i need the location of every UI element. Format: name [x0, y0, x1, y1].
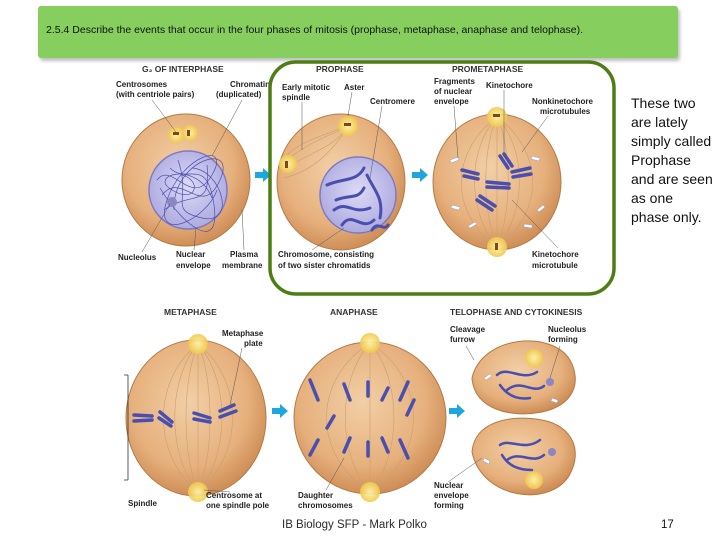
- label-aster: Aster: [344, 83, 364, 92]
- cell-prometaphase: [432, 107, 562, 257]
- cell-telophase: [471, 340, 576, 496]
- label-nuclear-envelope-forming-2: envelope: [434, 491, 469, 500]
- footer-credit: IB Biology SFP - Mark Polko: [282, 519, 427, 531]
- label-nuclear-envelope-2: envelope: [176, 261, 211, 270]
- arrow-icon: [412, 168, 428, 182]
- title-anaphase: ANAPHASE: [330, 307, 378, 317]
- highlight-frame: [268, 60, 616, 296]
- label-nucleolus: Nucleolus: [118, 253, 157, 262]
- label-chromosome: Chromosome, consisting: [278, 250, 374, 259]
- label-spindle: Spindle: [128, 499, 157, 508]
- label-daughter-chromosomes-2: chromosomes: [298, 501, 353, 510]
- leader-lines: [141, 90, 561, 493]
- label-fragments-3: envelope: [434, 97, 469, 106]
- slide-title: 2.5.4 Describe the events that occur in …: [46, 24, 583, 36]
- cell-interphase: [121, 113, 251, 247]
- label-cleavage-furrow-2: furrow: [450, 335, 476, 344]
- title-prometaphase: PROMETAPHASE: [452, 64, 523, 74]
- cell-metaphase: [124, 334, 267, 502]
- title-telophase: TELOPHASE AND CYTOKINESIS: [450, 307, 583, 317]
- slide-header: 2.5.4 Describe the events that occur in …: [38, 6, 678, 58]
- cell-prophase: [276, 113, 406, 251]
- label-plasma-membrane-2: membrane: [222, 261, 263, 270]
- label-fragments: Fragments: [434, 77, 475, 86]
- label-metaphase-plate-2: plate: [244, 339, 263, 348]
- label-nuclear-envelope-forming-3: forming: [434, 501, 464, 510]
- label-chromatin: Chromatin: [230, 80, 270, 89]
- title-prophase: PROPHASE: [316, 64, 364, 74]
- arrow-icon: [449, 404, 465, 418]
- page-number: 17: [661, 519, 674, 531]
- label-nonkinetochore-2: microtubules: [540, 107, 591, 116]
- arrow-icon: [255, 168, 271, 182]
- label-nonkinetochore: Nonkinetochore: [532, 97, 593, 106]
- title-interphase: G₂ OF INTERPHASE: [142, 64, 224, 74]
- label-kinetochore: Kinetochore: [486, 81, 533, 90]
- label-daughter-chromosomes: Daughter: [298, 491, 333, 500]
- label-centrosome-pole-2: one spindle pole: [206, 501, 270, 510]
- label-cleavage-furrow: Cleavage: [450, 325, 486, 334]
- side-note: These two are lately simply called Proph…: [631, 95, 713, 225]
- label-chromatin-detail: (duplicated): [216, 90, 262, 99]
- label-centrosomes: Centrosomes: [116, 80, 168, 89]
- label-nuclear-envelope: Nuclear: [176, 250, 205, 259]
- label-early-spindle-2: spindle: [282, 93, 311, 102]
- label-kinetochore-microtubule-2: microtubule: [532, 261, 578, 270]
- label-fragments-2: of nuclear: [434, 87, 472, 96]
- label-nuclear-envelope-forming: Nuclear: [434, 481, 463, 490]
- label-plasma-membrane: Plasma: [230, 250, 259, 259]
- label-chromosome-2: of two sister chromatids: [278, 261, 371, 270]
- arrow-icon: [272, 404, 288, 418]
- label-centrosome-pole: Centrosome at: [206, 491, 262, 500]
- label-early-spindle: Early mitotic: [282, 83, 331, 92]
- label-metaphase-plate: Metaphase: [222, 329, 264, 338]
- label-nucleolus-forming-2: forming: [548, 335, 578, 344]
- label-centrosomes-detail: (with centriole pairs): [116, 90, 195, 99]
- label-centromere: Centromere: [370, 97, 415, 106]
- title-metaphase: METAPHASE: [164, 307, 217, 317]
- label-nucleolus-forming: Nucleolus: [548, 325, 587, 334]
- cell-anaphase: [293, 333, 447, 502]
- label-kinetochore-microtubule: Kinetochore: [532, 250, 579, 259]
- mitosis-diagram: G₂ OF INTERPHASE PROPHASE PROMETAPHASE M…: [116, 60, 616, 510]
